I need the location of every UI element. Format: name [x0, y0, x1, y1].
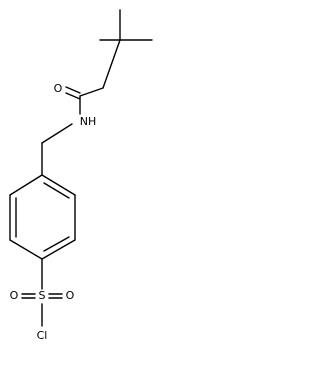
ring-bond-6: [9, 174, 43, 196]
atom-label-nitrogen: NH: [80, 115, 97, 128]
ring-inner-double-1: [43, 182, 70, 199]
bond-tbu-c-methylene: [102, 39, 121, 89]
ring-inner-double-2: [43, 236, 70, 252]
bond-carbonyl-double-b: [65, 92, 81, 100]
atom-label-sulfonyl-oxygen-left: O: [10, 289, 19, 302]
ring-bond-1: [41, 174, 76, 196]
atom-label-sulfonyl-oxygen-right: O: [66, 289, 75, 302]
bond-methylene-carbonyl: [79, 87, 104, 97]
atom-label-sulfur: S: [39, 289, 46, 302]
ring-bond-4: [9, 239, 43, 260]
ring-bond-3: [41, 239, 76, 260]
chemical-structure-diagram: O NH O S O Cl: [9, 9, 153, 342]
atom-label-chlorine: Cl: [37, 329, 48, 342]
bond-carbonyl-double-a: [65, 86, 81, 94]
atom-label-carbonyl-oxygen: O: [54, 82, 63, 95]
bond-nitrogen-benzylic: [41, 123, 73, 144]
